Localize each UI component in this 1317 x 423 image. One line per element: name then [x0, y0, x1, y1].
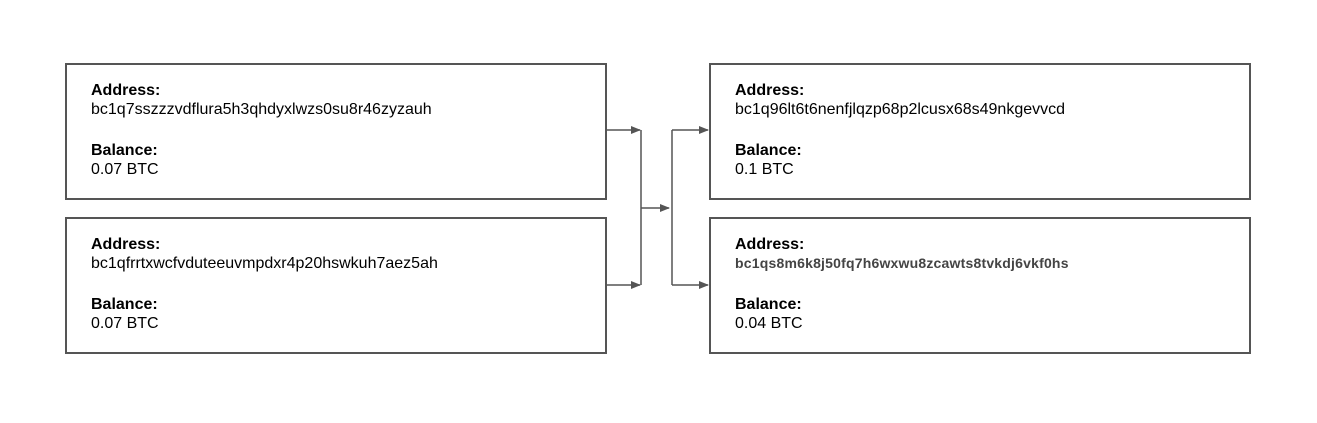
balance-value: 0.1 BTC — [735, 161, 794, 178]
balance-value: 0.07 BTC — [91, 315, 159, 332]
balance-value: 0.04 BTC — [735, 315, 803, 332]
output-box-1: Address: bc1q96lt6t6nenfjlqzp68p2lcusx68… — [709, 63, 1251, 200]
balance-value: 0.07 BTC — [91, 161, 159, 178]
balance-label: Balance: — [735, 142, 802, 159]
address-label: Address: — [91, 82, 161, 99]
address-value: bc1qs8m6k8j50fq7h6wxwu8zcawts8tvkdj6vkf0… — [735, 255, 1069, 271]
address-value: bc1qfrrtxwcfvduteeuvmpdxr4p20hswkuh7aez5… — [91, 255, 438, 272]
address-label: Address: — [91, 236, 161, 253]
input-box-2: Address: bc1qfrrtxwcfvduteeuvmpdxr4p20hs… — [65, 217, 607, 354]
address-label: Address: — [735, 82, 805, 99]
input-box-1: Address: bc1q7sszzzvdflura5h3qhdyxlwzs0s… — [65, 63, 607, 200]
balance-label: Balance: — [91, 296, 158, 313]
address-label: Address: — [735, 236, 805, 253]
address-value: bc1q7sszzzvdflura5h3qhdyxlwzs0su8r46zyza… — [91, 101, 432, 118]
output-box-2: Address: bc1qs8m6k8j50fq7h6wxwu8zcawts8t… — [709, 217, 1251, 354]
balance-label: Balance: — [91, 142, 158, 159]
balance-label: Balance: — [735, 296, 802, 313]
address-value: bc1q96lt6t6nenfjlqzp68p2lcusx68s49nkgevv… — [735, 101, 1066, 118]
